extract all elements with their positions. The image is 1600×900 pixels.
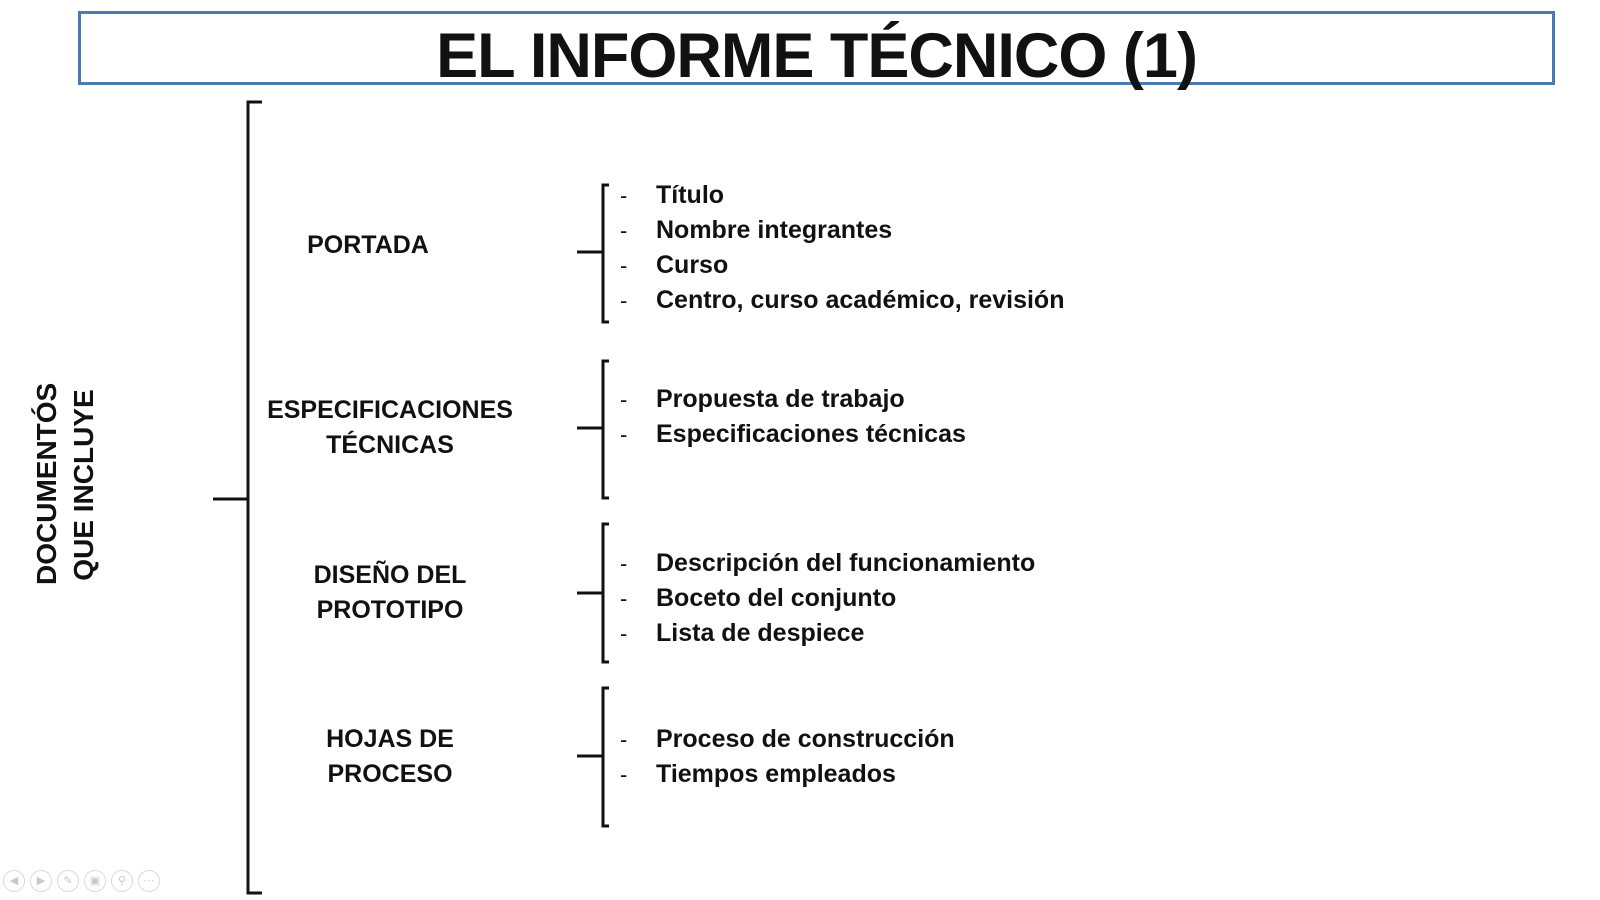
bullet-dash: - xyxy=(620,253,628,278)
item-text: Proceso de construcción xyxy=(656,725,955,753)
item-text: Lista de despiece xyxy=(656,619,865,647)
item-text: Tiempos empleados xyxy=(656,760,896,788)
bullet-dash: - xyxy=(620,422,628,447)
next-icon[interactable]: ▶ xyxy=(30,870,52,892)
item-text: Boceto del conjunto xyxy=(656,584,897,612)
section-label-line: HOJAS DE xyxy=(326,725,454,753)
section-label-line: DISEÑO DEL xyxy=(313,561,467,589)
diseno-bracket xyxy=(601,522,609,664)
zoom-icon[interactable]: ⚲ xyxy=(111,870,133,892)
section-label-diseno: DISEÑO DEL PROTOTIPO xyxy=(260,558,520,628)
bullet-dash: - xyxy=(620,387,628,412)
bullet-dash: - xyxy=(620,727,628,752)
slideshow-toolbar: ◀ ▶ ✎ ▣ ⚲ ⋯ xyxy=(3,870,160,892)
bullet-dash: - xyxy=(620,586,628,611)
title-box: EL INFORME TÉCNICO (1) xyxy=(78,11,1555,91)
item-text: Centro, curso académico, revisión xyxy=(656,286,1065,314)
pen-icon[interactable]: ✎ xyxy=(57,870,79,892)
bullet-dash: - xyxy=(620,551,628,576)
especificaciones-bracket xyxy=(601,359,609,500)
item-text: Especificaciones técnicas xyxy=(656,420,966,448)
slides-icon[interactable]: ▣ xyxy=(84,870,106,892)
previous-icon[interactable]: ◀ xyxy=(3,870,25,892)
item-text: Título xyxy=(656,181,725,209)
section-label-portada: PORTADA xyxy=(238,228,498,263)
hojas-bracket xyxy=(601,686,609,828)
section-label-line: PROTOTIPO xyxy=(316,596,464,624)
item-text: Descripción del funcionamiento xyxy=(656,549,1036,577)
portada-bracket xyxy=(601,183,609,324)
section-label-especificaciones: ESPECIFICACIONES TÉCNICAS xyxy=(260,393,520,463)
bullet-dash: - xyxy=(620,762,628,787)
bullet-dash: - xyxy=(620,621,628,646)
section-label-line: ESPECIFICACIONES xyxy=(267,396,513,424)
bullet-dash: - xyxy=(620,288,628,313)
section-label-hojas: HOJAS DE PROCESO xyxy=(260,722,520,792)
item-text: Propuesta de trabajo xyxy=(656,385,905,413)
item-text: Nombre integrantes xyxy=(656,216,893,244)
bullet-dash: - xyxy=(620,183,628,208)
section-label-line: PROCESO xyxy=(327,760,453,788)
page-title: EL INFORME TÉCNICO (1) xyxy=(436,21,1198,91)
section-label-line: PORTADA xyxy=(307,231,429,259)
bullet-dash: - xyxy=(620,218,628,243)
section-label-line: TÉCNICAS xyxy=(326,431,454,459)
more-icon[interactable]: ⋯ xyxy=(138,870,160,892)
item-text: Curso xyxy=(656,251,729,279)
